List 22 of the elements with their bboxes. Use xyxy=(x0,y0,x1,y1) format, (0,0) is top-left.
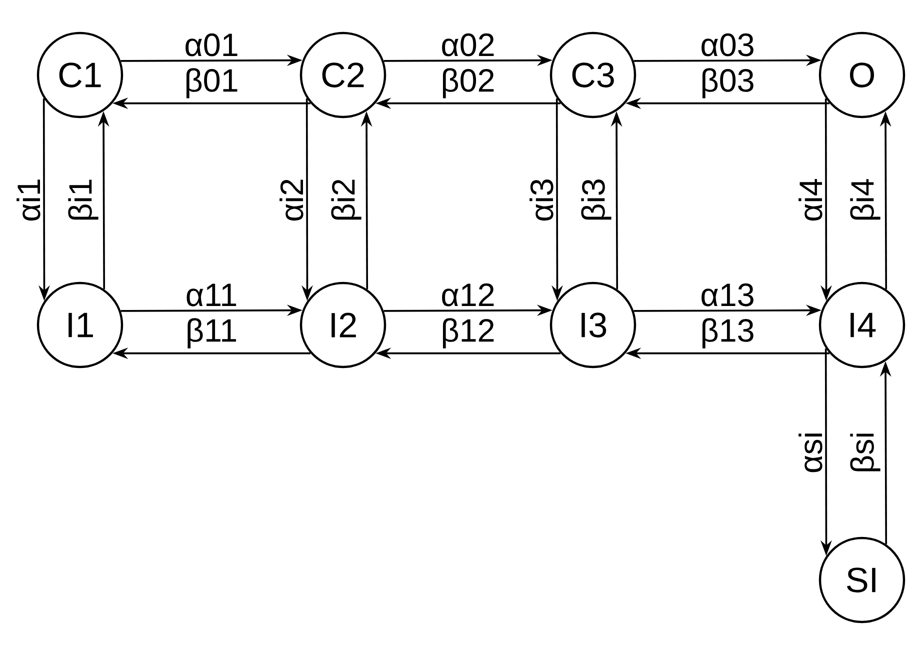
edge-label: β11 xyxy=(188,318,236,348)
edge-label: αsi xyxy=(798,434,822,472)
edge-label: βsi xyxy=(850,434,880,472)
edge-label: αi4 xyxy=(798,179,822,221)
edge-label: α01 xyxy=(186,33,238,56)
edge-label: βi2 xyxy=(331,180,362,220)
edge-label: α03 xyxy=(702,33,754,56)
edge-label: αi3 xyxy=(530,180,554,221)
edge-label: β12 xyxy=(442,318,494,348)
edge-label: β03 xyxy=(702,68,754,98)
edge-label: α13 xyxy=(702,283,754,306)
edge-label: αi2 xyxy=(280,180,304,221)
edge-label: βi1 xyxy=(68,180,98,220)
edge-label: β02 xyxy=(442,68,494,98)
edge-label: α02 xyxy=(442,33,494,56)
edge-label: β01 xyxy=(186,68,238,98)
edge-label: βi3 xyxy=(581,180,612,220)
edge-label: α11 xyxy=(186,284,236,306)
edge-label: α12 xyxy=(442,283,494,306)
edge-label: αi1 xyxy=(16,180,40,221)
edge-label: βi4 xyxy=(850,179,880,220)
edge-label: β13 xyxy=(702,318,754,348)
